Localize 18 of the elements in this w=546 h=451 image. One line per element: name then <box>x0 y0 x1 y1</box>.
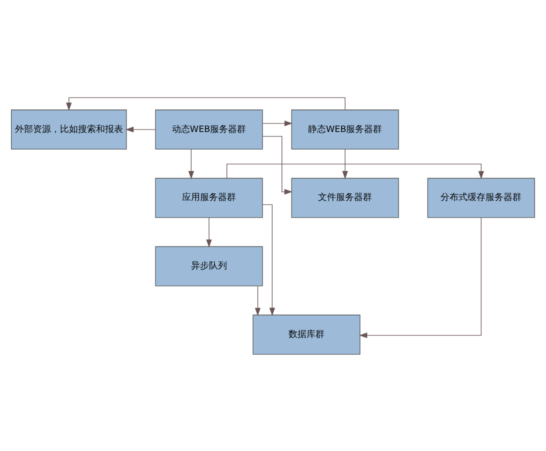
node-box: 外部资源，比如搜索和报表 <box>11 109 127 149</box>
arrow <box>188 148 194 179</box>
node-box: 异步队列 <box>155 246 263 286</box>
arrow <box>226 163 484 179</box>
arrow <box>254 285 261 316</box>
arrow <box>66 96 346 110</box>
arrow <box>206 216 212 248</box>
node-box: 应用服务器群 <box>155 177 263 218</box>
node-box: 静态WEB服务器群 <box>291 109 399 149</box>
arrow <box>262 120 293 126</box>
arrow <box>262 135 293 194</box>
arrow <box>342 148 348 179</box>
arrow <box>125 126 156 132</box>
node-box: 分布式缓存服务器群 <box>427 177 535 218</box>
node-box: 动态WEB服务器群 <box>155 109 263 149</box>
node-box: 数据库群 <box>252 314 360 354</box>
arrow <box>359 216 482 338</box>
node-box: 文件服务器群 <box>291 177 399 218</box>
